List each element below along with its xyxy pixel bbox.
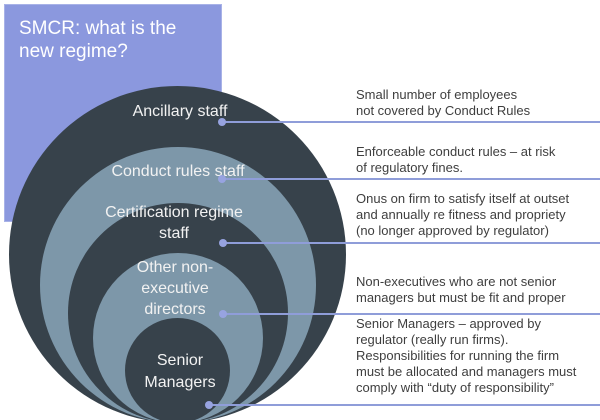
ring-label-ancillary-staff: Ancillary staff	[132, 103, 228, 120]
ring-label-non-executive-directors: Other non-executive directors	[136, 259, 214, 318]
connector-line-directors	[223, 313, 600, 315]
connector-dot-senior-managers	[205, 401, 213, 409]
ring-label-certification-staff: Certification regime staff	[105, 204, 243, 242]
slide-title: SMCR: what is the new regime?	[19, 18, 177, 62]
connector-dot-ancillary	[218, 118, 226, 126]
annotation-certification-staff: Onus on firm to satisfy itself at outset…	[356, 191, 570, 238]
annotation-non-executive-directors: Non-executives who are not senior manage…	[356, 274, 566, 305]
connector-dot-directors	[219, 310, 227, 318]
connector-dot-certification	[219, 239, 227, 247]
annotation-ancillary-staff: Small number of employees not covered by…	[356, 87, 531, 118]
connector-line-senior-managers	[209, 404, 600, 406]
connector-line-conduct-rules	[222, 178, 600, 180]
ring-label-conduct-rules-staff: Conduct rules staff	[111, 163, 245, 180]
connector-dot-conduct-rules	[218, 175, 226, 183]
connector-line-ancillary	[222, 121, 600, 123]
annotation-senior-managers: Senior Managers – approved by regulator …	[356, 316, 577, 395]
connector-line-certification	[223, 242, 600, 244]
ring-label-senior-managers: Senior Managers	[144, 352, 216, 391]
annotation-conduct-rules-staff: Enforceable conduct rules – at risk of r…	[356, 144, 556, 175]
